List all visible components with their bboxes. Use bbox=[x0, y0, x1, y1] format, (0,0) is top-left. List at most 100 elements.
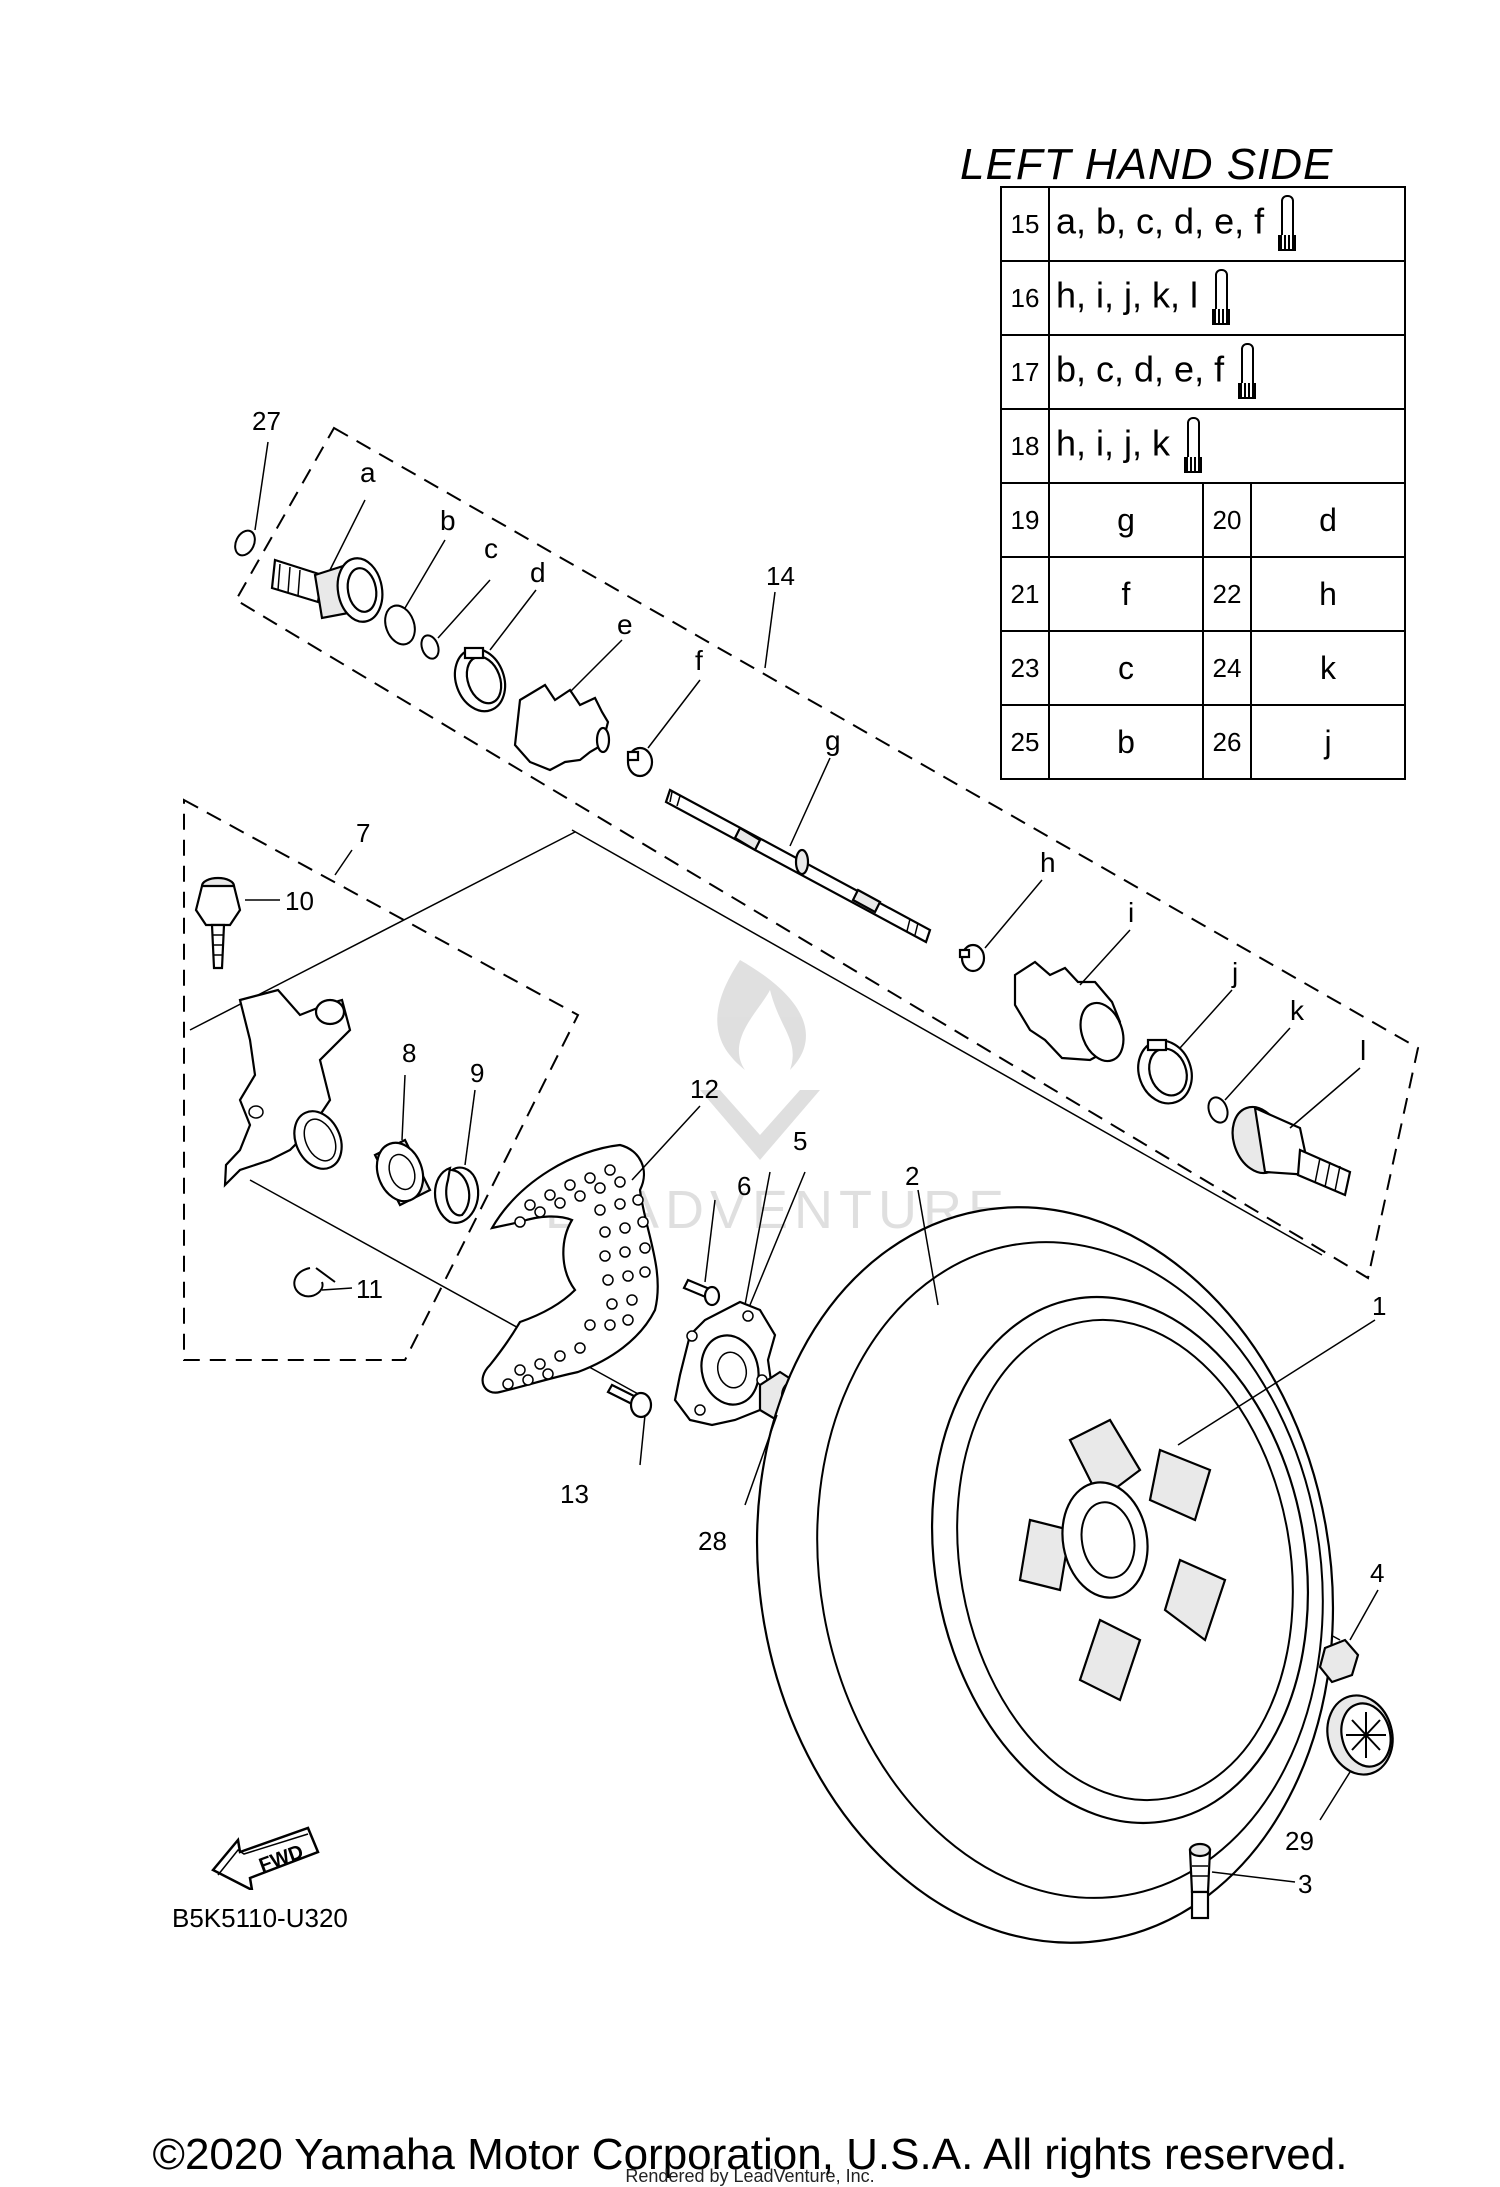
callout-g: g bbox=[825, 725, 841, 756]
part-j-large-boot-band bbox=[1137, 1038, 1193, 1105]
copyright-notice: ©2020 Yamaha Motor Corporation, U.S.A. A… bbox=[152, 2130, 1348, 2179]
callout-29: 29 bbox=[1285, 1826, 1314, 1856]
legend-num: 16 bbox=[1000, 260, 1050, 336]
part-5-wheel-hub bbox=[673, 1300, 777, 1427]
leader-lines bbox=[245, 441, 1379, 1883]
part-8-wheel-bearing bbox=[373, 1138, 432, 1207]
callout-4: 4 bbox=[1370, 1558, 1384, 1588]
legend-num: 26 bbox=[1201, 704, 1252, 780]
part-b-seal-ring bbox=[384, 604, 416, 646]
part-27-circlip bbox=[234, 529, 256, 557]
legend-value: k bbox=[1249, 630, 1407, 706]
callout-27: 27 bbox=[252, 406, 281, 436]
yamaha-tuning-fork-icon bbox=[1346, 1712, 1386, 1758]
legend-num: 17 bbox=[1000, 334, 1050, 410]
legend-row: 18 h, i, j, k bbox=[1000, 408, 1406, 484]
rendered-by-credit: Rendered by LeadVenture, Inc. bbox=[625, 2166, 875, 2186]
legend-value: b bbox=[1048, 704, 1204, 780]
legend-num: 23 bbox=[1000, 630, 1050, 706]
part-l-inner-cv-joint bbox=[1231, 1105, 1352, 1197]
part-c-circlip bbox=[420, 634, 440, 660]
callout-b: b bbox=[440, 505, 456, 536]
legend-value: j bbox=[1249, 704, 1407, 780]
callout-28: 28 bbox=[698, 1526, 727, 1556]
callout-2: 2 bbox=[905, 1161, 919, 1191]
callout-5: 5 bbox=[793, 1126, 807, 1156]
callout-c: c bbox=[484, 533, 498, 564]
callout-labels: 27 a b c d e 14 f g h i j k l 7 10 8 9 1… bbox=[252, 406, 1386, 1899]
grease-tube-icon bbox=[1184, 417, 1203, 475]
legend-num: 20 bbox=[1201, 482, 1252, 558]
callout-f: f bbox=[695, 645, 703, 676]
legend-row: 16 h, i, j, k, l bbox=[1000, 260, 1406, 336]
fwd-direction-arrow-icon: FWD bbox=[211, 1826, 320, 1890]
part-3-valve-stem bbox=[1188, 1842, 1212, 1920]
part-7-steering-knuckle bbox=[223, 988, 352, 1188]
driveshaft-group-outline bbox=[234, 426, 1420, 1280]
callout-12: 12 bbox=[690, 1074, 719, 1104]
callout-6: 6 bbox=[737, 1171, 751, 1201]
legend-value: h bbox=[1249, 556, 1407, 632]
legend-row: 19 g 20 d bbox=[1000, 482, 1407, 558]
legend-num: 15 bbox=[1000, 186, 1050, 262]
part-d-boot-band bbox=[453, 646, 507, 713]
part-1-wheel-rim bbox=[930, 1295, 1310, 1825]
watermark-flame-icon bbox=[717, 960, 806, 1070]
legend-table: 15 a, b, c, d, e, f 16 h, i, j, k, l 17 … bbox=[1000, 186, 1407, 780]
part-29-center-cap bbox=[1326, 1694, 1394, 1776]
legend-num: 24 bbox=[1201, 630, 1252, 706]
callout-h: h bbox=[1040, 847, 1056, 878]
callout-1: 1 bbox=[1372, 1291, 1386, 1321]
part-h-small-boot-band bbox=[958, 943, 986, 973]
axis-line-knuckle-to-shaft bbox=[571, 829, 1323, 1256]
part-4-wheel-nut bbox=[1318, 1638, 1360, 1684]
part-g-driveshaft bbox=[664, 788, 932, 944]
part-11-cotter-pin bbox=[293, 1267, 336, 1298]
part-e-cv-boot bbox=[513, 683, 611, 772]
grease-tube-icon bbox=[1238, 343, 1257, 401]
part-6-hub-bolt bbox=[682, 1278, 721, 1307]
part-13-disc-bolt bbox=[606, 1383, 653, 1419]
legend-value: d bbox=[1249, 482, 1407, 558]
legend-row: 17 b, c, d, e, f bbox=[1000, 334, 1406, 410]
part-a-outer-cv-joint bbox=[270, 557, 384, 623]
legend-title: LEFT HAND SIDE bbox=[960, 140, 1334, 189]
part-9-circlip bbox=[434, 1166, 480, 1224]
legend-parts: h, i, j, k bbox=[1048, 408, 1406, 484]
legend-parts: b, c, d, e, f bbox=[1048, 334, 1406, 410]
watermark-v-icon bbox=[700, 1090, 820, 1160]
legend-num: 25 bbox=[1000, 704, 1050, 780]
diagram-code: B5K5110-U320 bbox=[172, 1903, 348, 1933]
callout-3: 3 bbox=[1298, 1869, 1312, 1899]
legend-row: 23 c 24 k bbox=[1000, 630, 1407, 706]
callout-j: j bbox=[1231, 957, 1238, 988]
legend-parts: a, b, c, d, e, f bbox=[1048, 186, 1406, 262]
grease-tube-icon bbox=[1278, 195, 1297, 253]
callout-e: e bbox=[617, 609, 633, 640]
grease-tube-icon bbox=[1212, 269, 1231, 327]
callout-9: 9 bbox=[470, 1058, 484, 1088]
callout-l: l bbox=[1360, 1035, 1366, 1066]
legend-row: 21 f 22 h bbox=[1000, 556, 1407, 632]
callout-i: i bbox=[1128, 897, 1134, 928]
callout-a: a bbox=[360, 457, 376, 488]
knuckle-group-outline bbox=[183, 798, 580, 1361]
legend-num: 22 bbox=[1201, 556, 1252, 632]
part-f-small-boot-band bbox=[626, 746, 654, 778]
legend-row: 15 a, b, c, d, e, f bbox=[1000, 186, 1406, 262]
callout-10: 10 bbox=[285, 886, 314, 916]
part-10-ball-joint bbox=[194, 876, 242, 970]
callout-13: 13 bbox=[560, 1479, 589, 1509]
legend-row: 25 b 26 j bbox=[1000, 704, 1407, 780]
legend-num: 19 bbox=[1000, 482, 1050, 558]
legend-value: f bbox=[1048, 556, 1204, 632]
callout-11: 11 bbox=[356, 1274, 383, 1304]
part-12-brake-disc bbox=[481, 1143, 659, 1394]
legend-num: 18 bbox=[1000, 408, 1050, 484]
part-k-circlip bbox=[1207, 1096, 1229, 1124]
callout-d: d bbox=[530, 557, 546, 588]
callout-7: 7 bbox=[356, 818, 370, 848]
callout-k: k bbox=[1290, 995, 1305, 1026]
legend-num: 21 bbox=[1000, 556, 1050, 632]
